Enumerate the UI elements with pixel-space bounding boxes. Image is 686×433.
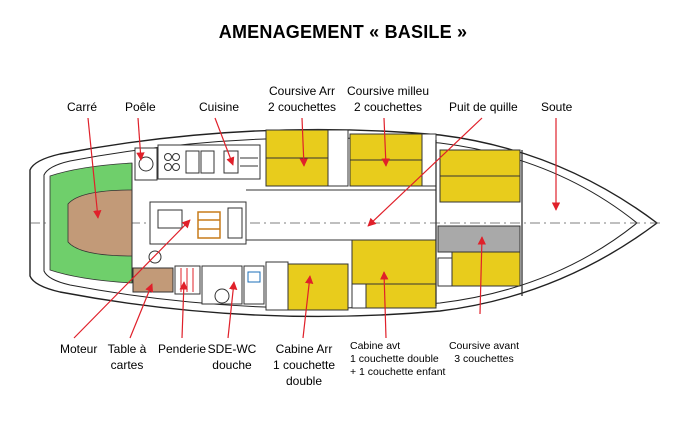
label-soute: Soute — [541, 100, 573, 114]
berth-cabine-arr — [287, 263, 349, 311]
berth-coursive-avant-3 — [451, 251, 521, 287]
berth-cabine-avt-double — [351, 239, 437, 285]
keel-well — [437, 225, 521, 253]
label-coursive-avant: Coursive avant 3 couchettes — [448, 340, 520, 365]
berth-cabine-avt-child — [365, 283, 437, 309]
saloon-table — [67, 189, 133, 257]
label-coursive-arr: Coursive Arr 2 couchettes — [267, 84, 337, 114]
label-table-a-cartes: Table à cartes — [107, 342, 147, 372]
annotation-arrows — [73, 117, 561, 339]
label-cabine-avt: Cabine avt 1 couchette double + 1 couche… — [350, 340, 446, 378]
label-carre: Carré — [67, 100, 98, 114]
label-cabine-arr: Cabine Arr 1 couchette double — [272, 342, 336, 388]
berth-coursive-arr-2 — [265, 157, 329, 187]
berth-coursive-arr-1 — [265, 129, 329, 159]
page-title: AMENAGEMENT « BASILE » — [218, 22, 468, 42]
label-coursive-milleu: Coursive milleu 2 couchettes — [346, 84, 430, 114]
label-moteur: Moteur — [60, 342, 98, 356]
berth-coursive-avant-1 — [439, 149, 521, 177]
berth-coursive-avant-2 — [439, 175, 521, 203]
label-puit-de-quille: Puit de quille — [449, 100, 518, 114]
label-poele: Poêle — [125, 100, 156, 114]
label-sde-wc: SDE-WC douche — [207, 342, 257, 372]
label-cuisine: Cuisine — [199, 100, 240, 114]
label-penderie: Penderie — [158, 342, 207, 356]
